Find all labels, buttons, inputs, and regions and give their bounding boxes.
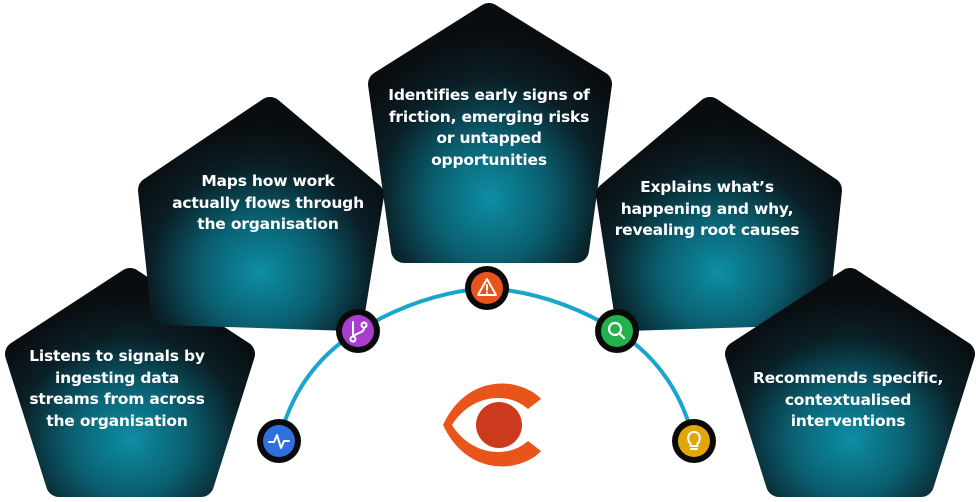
logo-icon bbox=[443, 383, 541, 467]
lightbulb-icon bbox=[687, 431, 701, 450]
branch-icon bbox=[349, 321, 368, 343]
stage-text-listens: Listens to signals by ingesting data str… bbox=[29, 347, 205, 430]
stage-node-lightbulb bbox=[672, 419, 716, 463]
stage-text-explains: Explains what’s happening and why, revea… bbox=[614, 178, 800, 239]
stage-node-branch bbox=[336, 309, 380, 353]
stage-text-identifies: Identifies early signs of friction, emer… bbox=[388, 86, 590, 169]
pentagon-explains bbox=[596, 97, 842, 331]
search-icon bbox=[607, 321, 626, 340]
pulse-icon bbox=[268, 434, 290, 449]
stage-text-maps: Maps how work actually flows through the… bbox=[172, 172, 364, 233]
stage-node-warning bbox=[465, 266, 509, 310]
warning-icon bbox=[477, 278, 497, 296]
pentagon-identifies bbox=[368, 3, 612, 263]
stage-text-recommends: Recommends specific, contextualised inte… bbox=[752, 369, 944, 430]
stage-node-pulse bbox=[257, 419, 301, 463]
pentagon-listens bbox=[5, 268, 255, 497]
pentagon-recommends bbox=[725, 268, 975, 497]
stage-node-search bbox=[595, 309, 639, 353]
pentagon-maps bbox=[138, 97, 384, 331]
